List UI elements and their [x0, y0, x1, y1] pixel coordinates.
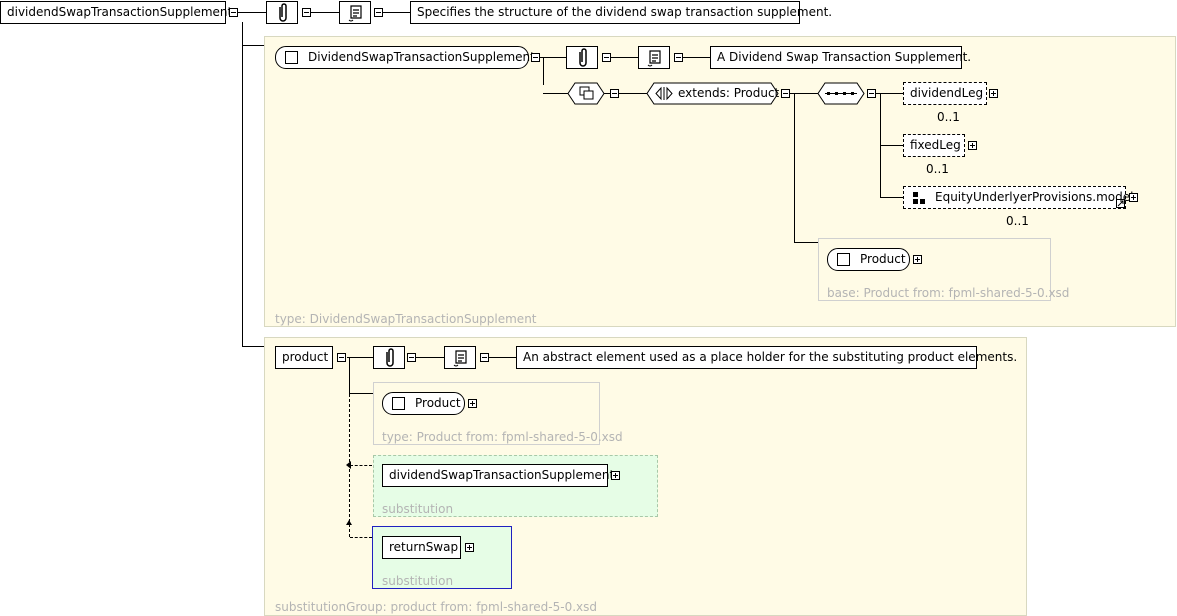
- cardinality: 0..1: [937, 110, 960, 124]
- arrow-head-icon: [346, 520, 352, 525]
- sequence-icon[interactable]: [817, 82, 865, 105]
- connector: [380, 12, 410, 13]
- annotation-icon[interactable]: [266, 1, 298, 24]
- root-element[interactable]: dividendSwapTransactionSupplement: [0, 1, 232, 24]
- connector: [794, 242, 818, 243]
- connector: [543, 93, 568, 94]
- collapse-toggle[interactable]: [781, 89, 790, 98]
- group-ref-equity-underlyer-provisions[interactable]: EquityUnderlyerProvisions.model: [903, 186, 1133, 209]
- expand-toggle[interactable]: [611, 471, 620, 480]
- expand-toggle[interactable]: [1129, 193, 1138, 202]
- group-icon: [913, 192, 925, 204]
- collapse-toggle[interactable]: [374, 8, 383, 17]
- documentation-text: Specifies the structure of the dividend …: [410, 1, 832, 24]
- collapse-toggle[interactable]: [407, 353, 416, 362]
- connector: [680, 57, 710, 58]
- group-name: EquityUnderlyerProvisions.model: [935, 190, 1134, 204]
- base-type-node[interactable]: Product: [827, 248, 910, 271]
- complex-type-icon: [285, 51, 298, 64]
- collapse-toggle[interactable]: [531, 53, 540, 62]
- expand-toggle[interactable]: [989, 89, 998, 98]
- substitution-group-label: substitutionGroup: product from: fpml-sh…: [275, 600, 597, 614]
- complex-content-icon[interactable]: [567, 82, 605, 105]
- connector: [876, 93, 904, 94]
- collapse-toggle[interactable]: [610, 89, 619, 98]
- expand-toggle[interactable]: [465, 543, 474, 552]
- substitution-element-dividendSwapTransactionSupplement[interactable]: dividendSwapTransactionSupplement: [382, 464, 614, 487]
- connector: [543, 57, 544, 85]
- arrow-head-icon: [346, 461, 351, 469]
- extension-label: extends: Product: [678, 86, 780, 100]
- base-type-name: Product: [860, 252, 906, 266]
- collapse-toggle[interactable]: [602, 53, 611, 62]
- connector: [347, 357, 373, 358]
- base-label: base: Product from: fpml-shared-5-0.xsd: [827, 286, 1070, 300]
- documentation-text: A Dividend Swap Transaction Supplement.: [710, 46, 971, 69]
- collapse-toggle[interactable]: [337, 353, 346, 362]
- documentation-text: An abstract element used as a place hold…: [516, 346, 1017, 369]
- connector: [307, 12, 339, 13]
- collapse-toggle[interactable]: [302, 8, 311, 17]
- connector: [880, 145, 904, 146]
- connector: [540, 57, 566, 58]
- connector: [412, 357, 444, 358]
- child-element-dividendLeg[interactable]: dividendLeg: [903, 82, 987, 105]
- connector: [349, 393, 373, 394]
- product-element[interactable]: product: [275, 346, 333, 369]
- substitution-element-returnSwap[interactable]: returnSwap: [382, 536, 461, 559]
- collapse-toggle[interactable]: [229, 8, 238, 17]
- connector: [790, 93, 818, 94]
- reference-arrow-icon: [1116, 199, 1125, 208]
- collapse-toggle[interactable]: [480, 353, 489, 362]
- connector: [880, 197, 904, 198]
- cardinality: 0..1: [1006, 214, 1029, 228]
- connector: [600, 93, 647, 94]
- documentation-icon[interactable]: [339, 1, 371, 24]
- connector: [486, 357, 516, 358]
- type-label: type: DividendSwapTransactionSupplement: [275, 312, 537, 326]
- expand-toggle[interactable]: [913, 255, 922, 264]
- connector: [608, 57, 638, 58]
- annotation-icon[interactable]: [566, 46, 598, 69]
- product-type-node[interactable]: Product: [382, 392, 465, 415]
- cardinality: 0..1: [926, 162, 949, 176]
- substitution-connector: [350, 537, 372, 538]
- collapse-toggle[interactable]: [674, 53, 683, 62]
- base-type-box: [818, 238, 1051, 301]
- expand-toggle[interactable]: [468, 399, 477, 408]
- connector: [242, 22, 243, 347]
- annotation-icon[interactable]: [373, 346, 405, 369]
- documentation-icon[interactable]: [444, 346, 476, 369]
- substitution-connector: [350, 465, 372, 466]
- extension-node[interactable]: extends: Product: [646, 82, 779, 105]
- complex-type-icon: [837, 253, 850, 266]
- product-type-label: type: Product from: fpml-shared-5-0.xsd: [382, 430, 623, 444]
- connector: [794, 93, 795, 243]
- substitution-label: substitution: [382, 574, 454, 588]
- expand-toggle[interactable]: [968, 141, 977, 150]
- complex-type-name: DividendSwapTransactionSupplement: [308, 50, 535, 64]
- substitution-label: substitution: [382, 502, 454, 516]
- product-type-box: [373, 382, 600, 445]
- complex-type-icon: [392, 397, 405, 410]
- connector: [242, 346, 264, 347]
- documentation-icon[interactable]: [638, 46, 670, 69]
- child-element-fixedLeg[interactable]: fixedLeg: [903, 134, 965, 157]
- product-type-name: Product: [415, 396, 461, 410]
- complex-type-node[interactable]: DividendSwapTransactionSupplement: [275, 46, 535, 69]
- connector: [349, 357, 350, 394]
- connector: [242, 45, 264, 46]
- collapse-toggle[interactable]: [867, 89, 876, 98]
- connector: [234, 12, 266, 13]
